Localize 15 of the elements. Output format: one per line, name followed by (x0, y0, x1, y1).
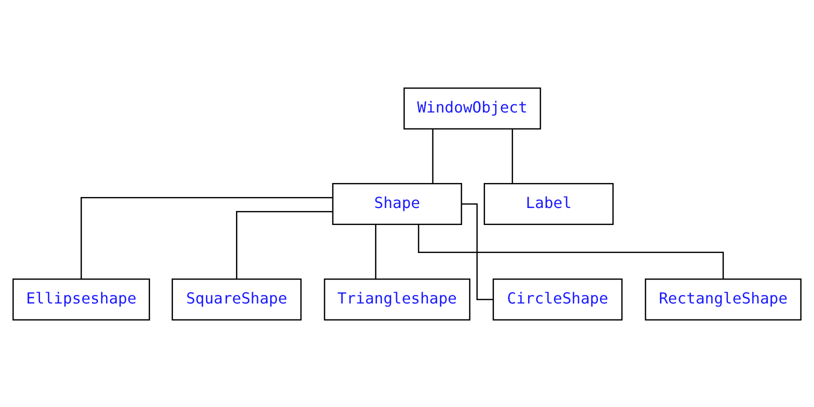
node-box: RectangleShape (644, 278, 802, 320)
connector (418, 224, 724, 278)
connector (80, 196, 332, 278)
connector (432, 128, 434, 183)
connector (236, 210, 333, 279)
node-box: CircleShape (492, 278, 623, 320)
connector (462, 202, 493, 300)
node-box: Ellipseshape (12, 278, 150, 320)
node-box: Label (484, 182, 614, 225)
node-box: Triangleshape (324, 278, 470, 320)
connector (375, 224, 376, 278)
node-box: SquareShape (172, 278, 302, 320)
node-box: Shape (332, 182, 462, 225)
node-box: WindowObject (404, 86, 542, 129)
connector (512, 128, 514, 183)
